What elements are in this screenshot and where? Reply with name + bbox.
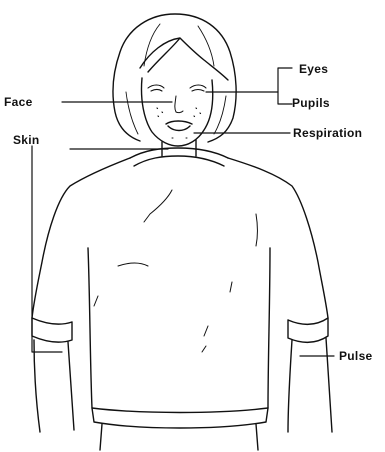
nose [175,96,183,113]
skin-label: Skin [13,133,40,147]
hair-bangs [140,38,228,80]
right-eye [190,85,206,91]
hair-outline [113,14,236,142]
shirt-waistband [92,408,268,428]
eyes-pupils-bracket [278,68,292,104]
freckles [157,108,201,117]
hair-strands [126,24,226,134]
right-sleeve-cuff [288,318,328,342]
shirt-collar [130,148,228,166]
eyes-label: Eyes [299,62,328,76]
left-arm [34,340,74,432]
left-sleeve-cuff [32,318,72,342]
respiration-label: Respiration [293,126,362,140]
torso-sides [88,248,270,408]
mouth [166,121,192,131]
shirt-folds [94,190,258,352]
pulse-label: Pulse [339,349,373,363]
face-label: Face [4,95,33,109]
shirt-outline [32,158,328,318]
left-eye [148,85,164,91]
right-arm [288,338,332,432]
pupils-label: Pupils [292,96,330,110]
skin-vertical-leader-line [32,146,62,352]
